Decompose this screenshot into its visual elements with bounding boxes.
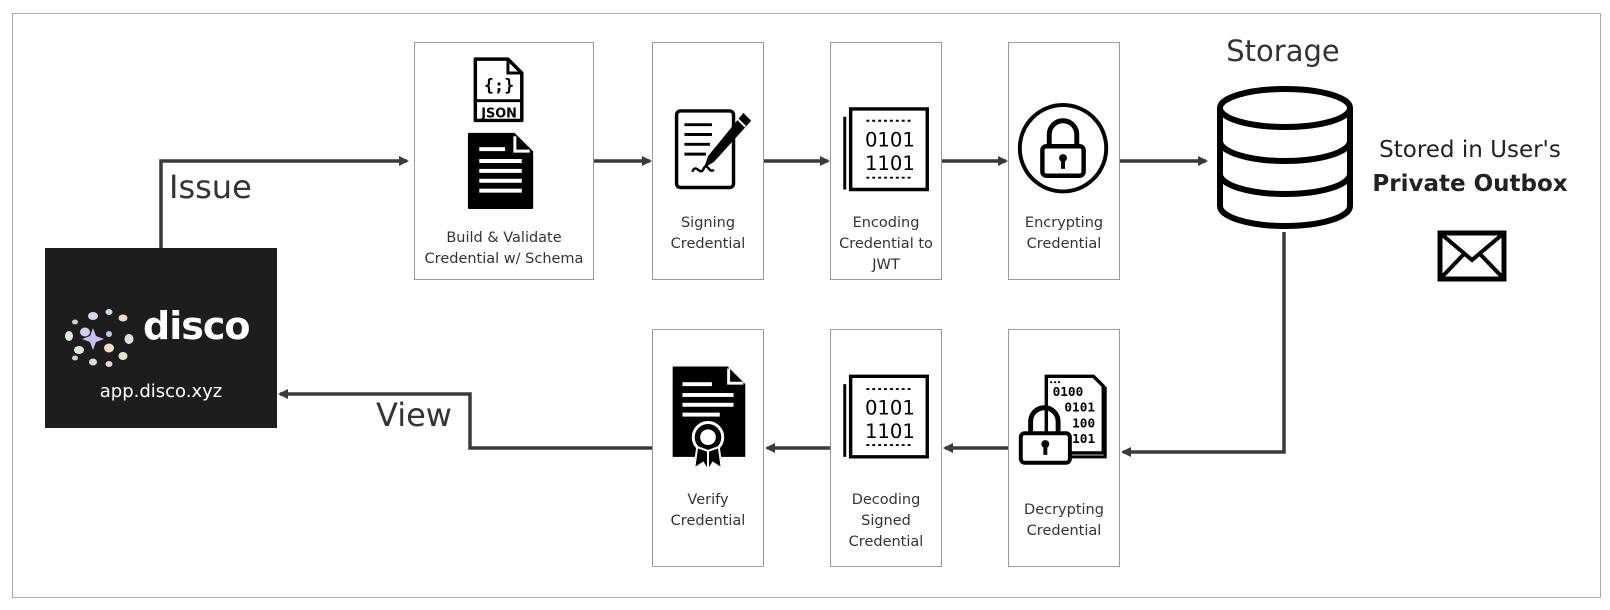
outbox-caption: Stored in User's Private Outbox (1370, 133, 1570, 201)
diagram-frame (12, 13, 1601, 598)
certificate-icon (672, 366, 746, 475)
svg-text:JSON: JSON (480, 106, 517, 121)
binary-code-icon: 0101 1101 (843, 107, 929, 192)
svg-text:0101: 0101 (865, 128, 915, 151)
issue-label: Issue (169, 168, 252, 206)
document-icon (467, 132, 534, 209)
arrow-storage-to-decrypting (1121, 232, 1286, 457)
signing-pen-icon (674, 109, 752, 190)
svg-text:1101: 1101 (865, 152, 915, 175)
outbox-line2: Private Outbox (1372, 171, 1568, 197)
view-label: View (376, 396, 452, 434)
step-decoding: 0101 1101 Decoding Signed Credential (830, 329, 942, 567)
disco-app-name: disco (143, 304, 250, 348)
step-signing: Signing Credential (652, 42, 764, 280)
step-verify: Verify Credential (652, 329, 764, 567)
step-verify-label: Verify Credential (670, 492, 746, 529)
step-encrypting: Encrypting Credential (1008, 42, 1120, 280)
envelope-icon (1437, 230, 1507, 282)
issue-connector (159, 156, 409, 248)
json-file-icon: {;} JSON (473, 57, 524, 123)
padlock-circle-icon (1017, 103, 1109, 194)
svg-text:0100: 0100 (1053, 385, 1084, 400)
svg-text:101: 101 (1072, 432, 1095, 447)
storage-title: Storage (1226, 34, 1340, 68)
step-signing-label: Signing Credential (670, 215, 746, 252)
step-decrypting-label: Decrypting Credential (1024, 502, 1104, 539)
step-encrypting-label: Encrypting Credential (1024, 215, 1104, 252)
step-encoding: 0101 1101 Encoding Credential to JWT (830, 42, 942, 280)
step-build-validate: {;} JSON Build & Validate Credential w/ … (414, 42, 594, 280)
step-decoding-label: Decoding Signed Credential (848, 492, 924, 550)
svg-text:0101: 0101 (865, 397, 915, 420)
encrypted-files-icon: 0100 0101 100 101 (1018, 374, 1107, 465)
step-encoding-label: Encoding Credential to JWT (839, 215, 933, 273)
svg-text:{;}: {;} (484, 75, 514, 95)
binary-code-icon: 0101 1101 (843, 374, 929, 459)
disco-app-url: app.disco.xyz (99, 381, 223, 402)
database-icon (1217, 86, 1353, 229)
step-build-validate-label: Build & Validate Credential w/ Schema (424, 230, 584, 267)
svg-text:0101: 0101 (1064, 401, 1095, 416)
disco-app-card: disco app.disco.xyz (45, 248, 277, 428)
disco-logo-icon (65, 309, 134, 367)
svg-text:1101: 1101 (865, 420, 915, 443)
view-connector (278, 389, 652, 450)
svg-text:100: 100 (1072, 416, 1095, 431)
step-decrypting: 0100 0101 100 101 Decrypting Credential (1008, 329, 1120, 567)
outbox-line1: Stored in User's (1379, 137, 1561, 163)
